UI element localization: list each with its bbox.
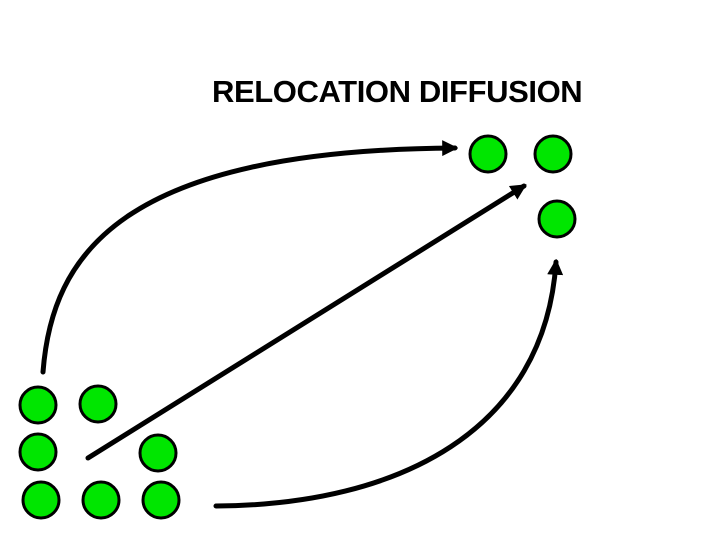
- arrow-diagonal: [85, 183, 527, 461]
- source-dot: [21, 480, 61, 520]
- source-dot: [138, 433, 178, 473]
- destination-dot: [537, 199, 577, 239]
- destination-dot: [533, 134, 573, 174]
- source-dot-group: [18, 384, 181, 520]
- source-dot: [141, 480, 181, 520]
- arrows-group: [40, 140, 564, 509]
- destination-dot: [468, 134, 508, 174]
- arrow-lower-curve: [213, 258, 564, 509]
- source-dot: [81, 480, 121, 520]
- arrow-upper-curve: [40, 140, 459, 375]
- slide-title: RELOCATION DIFFUSION: [212, 74, 583, 109]
- source-dot: [18, 385, 58, 425]
- source-dot: [18, 432, 58, 472]
- destination-dot-group: [468, 134, 577, 239]
- source-dot: [78, 384, 118, 424]
